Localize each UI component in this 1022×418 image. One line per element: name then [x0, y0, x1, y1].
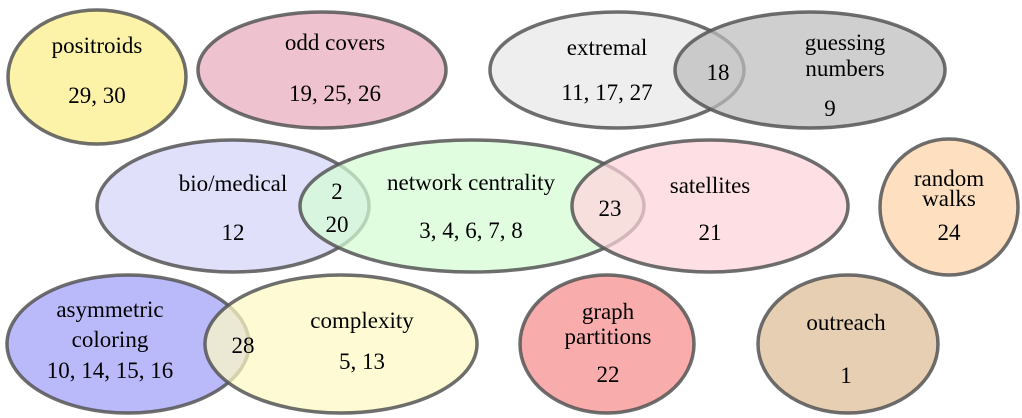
network-satellites-items: 23 — [599, 196, 622, 221]
satellites-items: 21 — [699, 220, 722, 245]
bio-medical-label: bio/medical — [179, 171, 288, 196]
guessing-numbers-label-1: guessing — [805, 30, 886, 55]
asymmetric-coloring-label-1: asymmetric — [56, 297, 163, 322]
guessing-numbers-items: 9 — [824, 96, 836, 121]
odd-covers-label: odd covers — [285, 30, 385, 55]
network-centrality-label: network centrality — [387, 170, 555, 195]
extremal-guessing-items: 18 — [707, 60, 730, 85]
set-random-walks — [878, 137, 1020, 277]
complexity-items: 5, 13 — [339, 349, 385, 374]
random-walks-label-2: walks — [922, 186, 976, 211]
network-centrality-items: 3, 4, 6, 7, 8 — [419, 218, 523, 243]
positroids-label: positroids — [52, 33, 143, 58]
extremal-label: extremal — [567, 35, 647, 60]
guessing-numbers-label-2: numbers — [805, 56, 884, 81]
random-walks-items: 24 — [938, 220, 962, 245]
set-positroids — [6, 8, 188, 146]
extremal-items: 11, 17, 27 — [561, 80, 652, 105]
set-odd-covers — [196, 10, 448, 130]
graph-partitions-label-2: partitions — [565, 324, 652, 349]
asymmetric-complexity-items: 28 — [232, 333, 255, 358]
bio-medical-items: 12 — [222, 220, 245, 245]
outreach-items: 1 — [840, 363, 852, 388]
set-graph-partitions — [518, 273, 696, 415]
satellites-label: satellites — [670, 173, 751, 198]
asymmetric-coloring-items: 10, 14, 15, 16 — [47, 358, 174, 383]
random-walks-label-1: random — [914, 166, 984, 191]
asymmetric-coloring-label-2: coloring — [72, 327, 149, 352]
bio-network-items-1: 2 — [331, 179, 343, 204]
graph-partitions-label-1: graph — [582, 299, 635, 324]
set-outreach — [756, 273, 940, 415]
set-complexity — [203, 273, 479, 415]
outreach-label: outreach — [806, 310, 886, 335]
set-satellites — [570, 138, 850, 274]
positroids-items: 29, 30 — [68, 83, 126, 108]
bio-network-items-2: 20 — [326, 212, 349, 237]
complexity-label: complexity — [310, 308, 414, 333]
set-guessing-numbers — [673, 10, 947, 130]
odd-covers-items: 19, 25, 26 — [289, 81, 381, 106]
graph-partitions-items: 22 — [597, 362, 620, 387]
